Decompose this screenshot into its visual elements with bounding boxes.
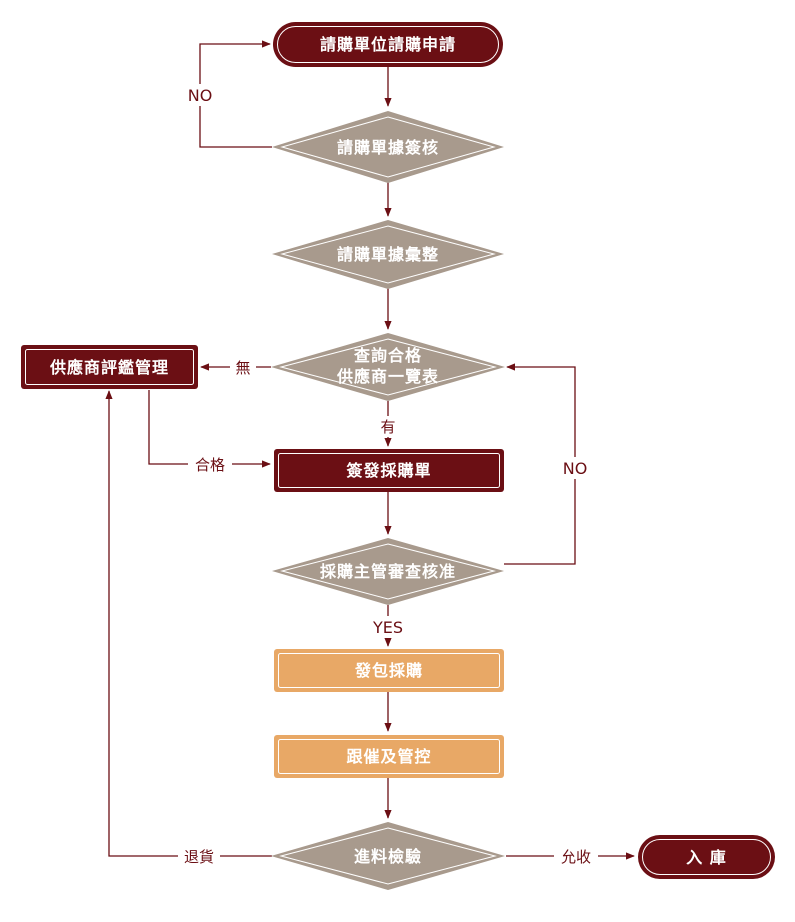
edge-label-return-goods: 退貨 [184,848,214,866]
node-outsource-purchase: 發包採購 [274,649,504,692]
edge-label-approval-no: NO [563,459,588,478]
edge-label-qualified: 合格 [195,456,225,474]
node-manager-approval: 採購主管審查核准 [272,538,504,605]
svg-text:入 庫: 入 庫 [686,848,727,867]
node-incoming-inspection: 進料檢驗 [271,822,505,890]
edge-label-yes: YES [372,618,403,637]
node-supplier-check: 查詢合格 供應商一覽表 [271,333,505,401]
svg-text:請購單據彙整: 請購單據彙整 [337,245,439,264]
edge-label-review-no: NO [188,86,213,105]
svg-text:進料檢驗: 進料檢驗 [354,847,422,866]
node-requisition-application: 請購單位請購申請 [273,22,503,67]
svg-text:跟催及管控: 跟催及管控 [346,747,431,766]
node-follow-up: 跟催及管控 [274,735,504,778]
edge-label-has: 有 [380,418,395,436]
svg-text:請購單位請購申請: 請購單位請購申請 [320,35,456,54]
svg-text:查詢合格: 查詢合格 [354,346,422,365]
svg-text:供應商一覽表: 供應商一覽表 [336,367,439,386]
edge-label-none: 無 [235,359,250,377]
svg-text:發包採購: 發包採購 [354,661,423,680]
edge-label-accepted: 允收 [561,848,591,866]
node-requisition-consolidate: 請購單據彙整 [272,220,504,289]
edge-label-bgs [178,84,598,867]
node-issue-po: 簽發採購單 [274,449,504,492]
node-warehouse-in: 入 庫 [638,835,775,879]
svg-text:供應商評鑑管理: 供應商評鑑管理 [49,358,169,377]
svg-text:請購單據簽核: 請購單據簽核 [337,138,439,157]
edge-labels: NO 無 有 合格 NO YES 退貨 允收 [184,86,591,866]
node-supplier-evaluation: 供應商評鑑管理 [21,345,198,389]
svg-text:採購主管審查核准: 採購主管審查核准 [320,562,456,581]
svg-text:簽發採購單: 簽發採購單 [345,461,431,480]
node-requisition-review: 請購單據簽核 [272,111,504,183]
edge-evaluation-qualified-to-po [148,390,271,468]
